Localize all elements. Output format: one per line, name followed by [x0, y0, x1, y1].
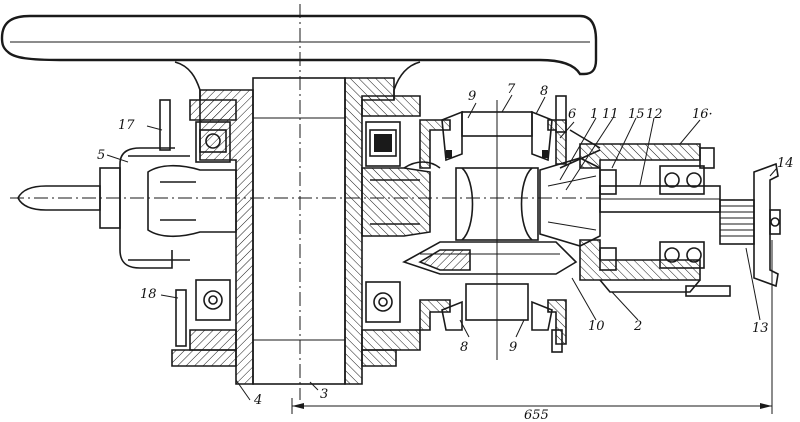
label-16: 16·	[692, 107, 713, 122]
label-8-top: 8	[540, 84, 548, 99]
axle	[252, 4, 346, 400]
spline-sleeve	[719, 199, 755, 245]
left-bearings	[195, 121, 231, 321]
left-hub-housing	[171, 89, 254, 385]
label-7: 7	[507, 82, 516, 97]
dimension-655: 655	[291, 240, 773, 422]
label-9-bottom: 9	[509, 340, 517, 355]
label-18: 18	[140, 287, 157, 302]
right-bearings	[365, 121, 401, 323]
label-9-top: 9	[468, 89, 476, 104]
label-4: 4	[253, 393, 262, 408]
inner-gear-left	[147, 164, 237, 238]
inner-gear-right	[361, 161, 441, 237]
label-12: 12	[646, 107, 663, 122]
right-hub-housing	[344, 77, 421, 385]
tapered-bearings	[441, 110, 553, 331]
output-bearings	[599, 165, 705, 271]
label-5: 5	[97, 148, 105, 163]
output-flange	[753, 162, 781, 288]
label-14: 14	[777, 156, 794, 171]
label-11: 11	[602, 107, 619, 122]
leader-lines	[106, 94, 778, 401]
label-17: 17	[118, 118, 135, 133]
label-6: 6	[568, 107, 576, 122]
pinion-gear	[455, 100, 539, 360]
part-labels: 17 5 18 9 7 8 6 1 11 15 12 16· 14 10 2 1…	[97, 82, 794, 408]
output-pinion	[539, 157, 601, 247]
label-2: 2	[633, 319, 642, 334]
label-3: 3	[320, 387, 328, 402]
dimension-value: 655	[524, 408, 549, 422]
fasteners	[159, 95, 731, 353]
label-15: 15	[628, 107, 645, 122]
label-8-bottom: 8	[460, 340, 468, 355]
bevel-gear	[402, 241, 578, 275]
label-1: 1	[590, 107, 598, 122]
label-13: 13	[752, 321, 769, 336]
label-10: 10	[588, 319, 605, 334]
left-shaft-stub	[10, 185, 600, 211]
wheel-rim	[0, 14, 598, 76]
